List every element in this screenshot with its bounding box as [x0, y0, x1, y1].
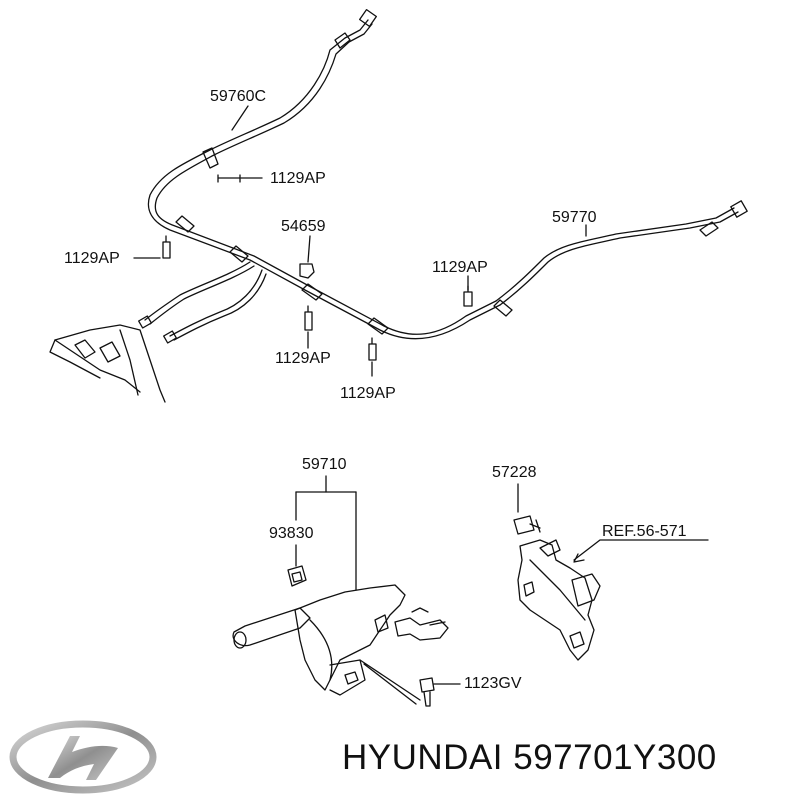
label-54659: 54659: [281, 218, 326, 235]
label-1129ap-top: 1129AP: [270, 170, 326, 187]
label-1129ap-bottom: 1129AP: [340, 385, 396, 402]
label-59760c: 59760C: [210, 88, 267, 105]
label-57228: 57228: [492, 464, 537, 481]
bolt-1123gv: [419, 677, 461, 707]
label-1129ap-mid: 1129AP: [275, 350, 331, 367]
label-1129ap-left: 1129AP: [64, 250, 120, 267]
lever-grip: [287, 565, 307, 587]
label-ref-56-571: REF.56-571: [602, 523, 687, 540]
label-93830: 93830: [269, 525, 314, 542]
label-1123gv: 1123GV: [464, 675, 522, 692]
parking-brake-lever: [232, 584, 449, 705]
cable-branches: [138, 261, 267, 344]
label-59770: 59770: [552, 209, 597, 226]
label-59710: 59710: [302, 456, 347, 473]
cable-59760c: [147, 8, 501, 340]
lever-leader: [295, 475, 357, 591]
rear-housing: [49, 324, 166, 403]
bracket-assembly: [513, 483, 709, 661]
nut-54659: [299, 263, 315, 279]
part-number-title: HYUNDAI 597701Y300: [342, 738, 717, 777]
hyundai-logo-icon: [9, 720, 157, 794]
label-1129ap-right: 1129AP: [432, 259, 488, 276]
bolts: [162, 174, 473, 361]
cable-clamps: [175, 147, 513, 335]
cable-59770: [495, 200, 748, 306]
leader-lines: [133, 105, 587, 377]
